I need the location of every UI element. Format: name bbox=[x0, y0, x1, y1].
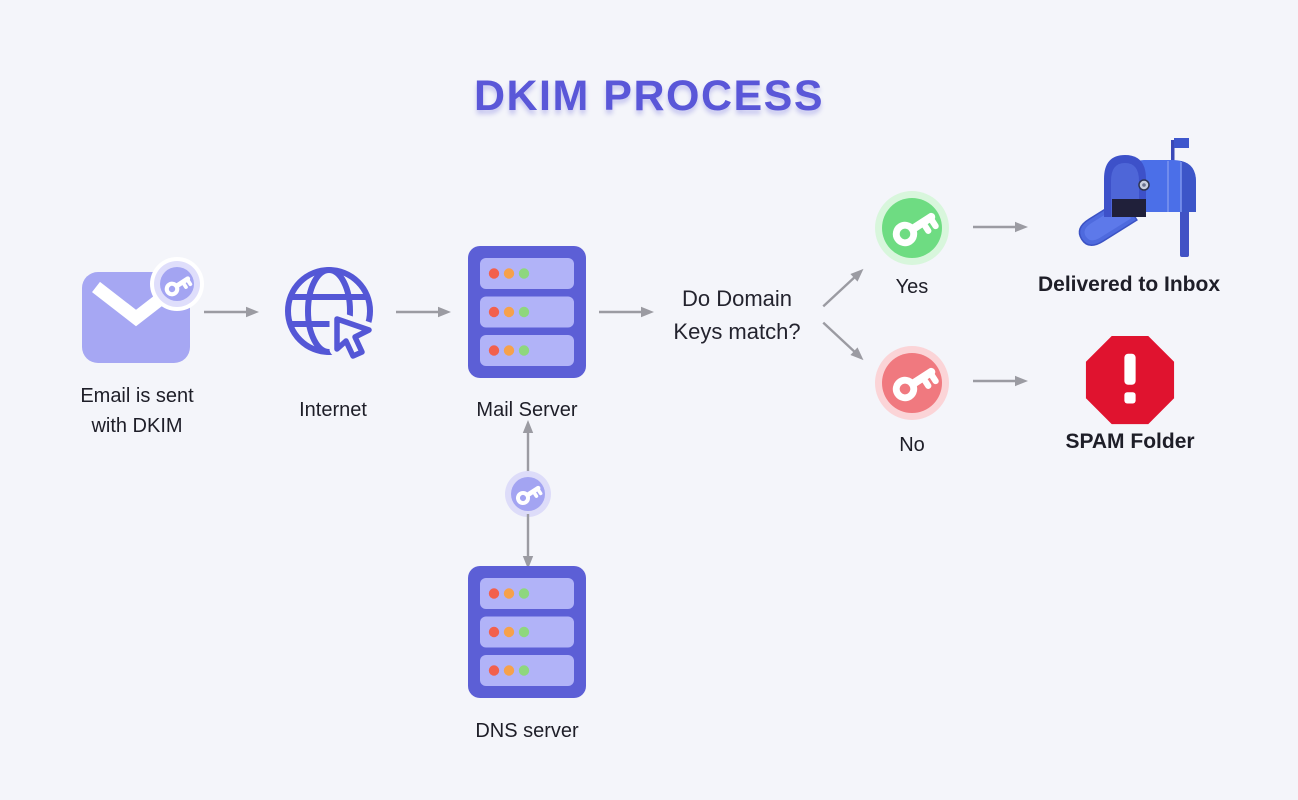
globe-cursor-icon bbox=[285, 267, 377, 364]
decision-line1: Do Domain bbox=[681, 286, 793, 311]
internet-node-label: Internet bbox=[299, 399, 367, 421]
inbox-label: Delivered to Inbox bbox=[1037, 273, 1221, 296]
arrow-internet-to-mailserver bbox=[396, 306, 451, 318]
mail-server-icon bbox=[468, 246, 586, 378]
yes-label: Yes bbox=[895, 276, 929, 298]
arrow-decision-to-yes bbox=[822, 268, 864, 308]
spam-label: SPAM Folder bbox=[1065, 430, 1195, 453]
arrow-yes-to-inbox bbox=[973, 221, 1028, 233]
key-badge-green-icon bbox=[875, 191, 949, 265]
key-badge-red-icon bbox=[875, 346, 949, 420]
mailbox-icon bbox=[1078, 138, 1196, 257]
mail-server-node-label: Mail Server bbox=[476, 399, 578, 421]
diagram-title: DKIM PROCESS bbox=[473, 72, 825, 120]
arrow-dns-to-mailserver bbox=[522, 420, 534, 475]
arrow-no-to-spam bbox=[973, 375, 1028, 387]
email-label-line2: with DKIM bbox=[91, 415, 183, 437]
email-label-line1: Email is sent bbox=[80, 385, 194, 407]
cursor-icon bbox=[334, 316, 372, 359]
key-badge-purple-icon bbox=[505, 471, 551, 517]
envelope-with-key-icon bbox=[82, 257, 204, 363]
arrow-decision-to-no bbox=[822, 321, 864, 361]
arrow-mailserver-to-decision bbox=[599, 306, 654, 318]
dns-server-icon bbox=[468, 566, 586, 698]
email-node-label: Email is sent with DKIM bbox=[42, 381, 232, 441]
decision-text: Do Domain Keys match? bbox=[657, 282, 817, 348]
decision-line2: Keys match? bbox=[673, 319, 801, 344]
stop-sign-exclamation-icon bbox=[1085, 335, 1175, 425]
no-label: No bbox=[899, 434, 925, 456]
arrow-mailserver-to-dns bbox=[522, 514, 534, 569]
arrow-email-to-internet bbox=[204, 306, 259, 318]
dns-server-node-label: DNS server bbox=[475, 720, 579, 742]
